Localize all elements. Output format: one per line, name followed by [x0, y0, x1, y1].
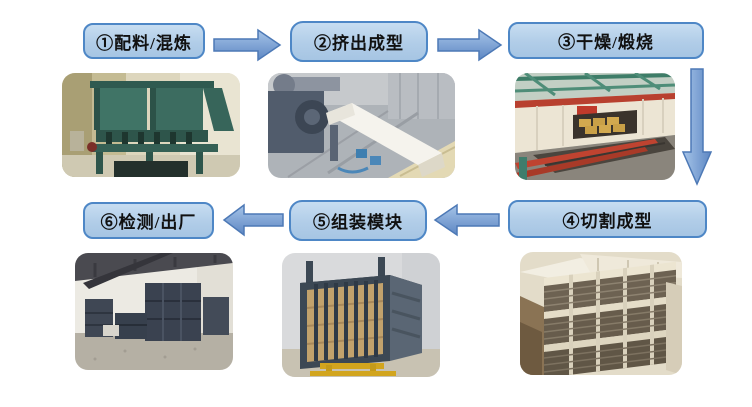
step-2-label: ②挤出成型 — [314, 34, 404, 53]
drying-calcining-photo — [515, 73, 675, 180]
step-4-label: ④切割成型 — [562, 211, 653, 231]
arrow-right-icon — [213, 28, 282, 62]
step-box-1: ①配料/混炼 — [83, 23, 205, 59]
step-5-label: ⑤组装模块 — [313, 213, 403, 232]
inspection-warehouse-photo — [75, 253, 233, 370]
step-box-5: ⑤组装模块 — [289, 200, 427, 241]
extrusion-molding-photo — [268, 73, 455, 178]
step-box-6: ⑥检测/出厂 — [83, 202, 214, 239]
step-box-4: ④切割成型 — [508, 200, 707, 238]
arrow-left-icon — [222, 203, 284, 237]
step-box-3: ③干燥/煅烧 — [508, 22, 704, 59]
cut-blocks-photo — [520, 252, 682, 375]
step-6-label: ⑥检测/出厂 — [100, 213, 197, 232]
arrow-down-icon — [681, 68, 713, 186]
batching-mixing-photo — [62, 73, 240, 177]
assembled-module-photo — [282, 253, 440, 377]
step-1-label: ①配料/混炼 — [96, 33, 192, 53]
arrow-left-icon — [433, 203, 500, 237]
arrow-right-icon — [437, 28, 503, 62]
step-box-2: ②挤出成型 — [290, 21, 428, 62]
step-3-label: ③干燥/煅烧 — [558, 33, 654, 52]
